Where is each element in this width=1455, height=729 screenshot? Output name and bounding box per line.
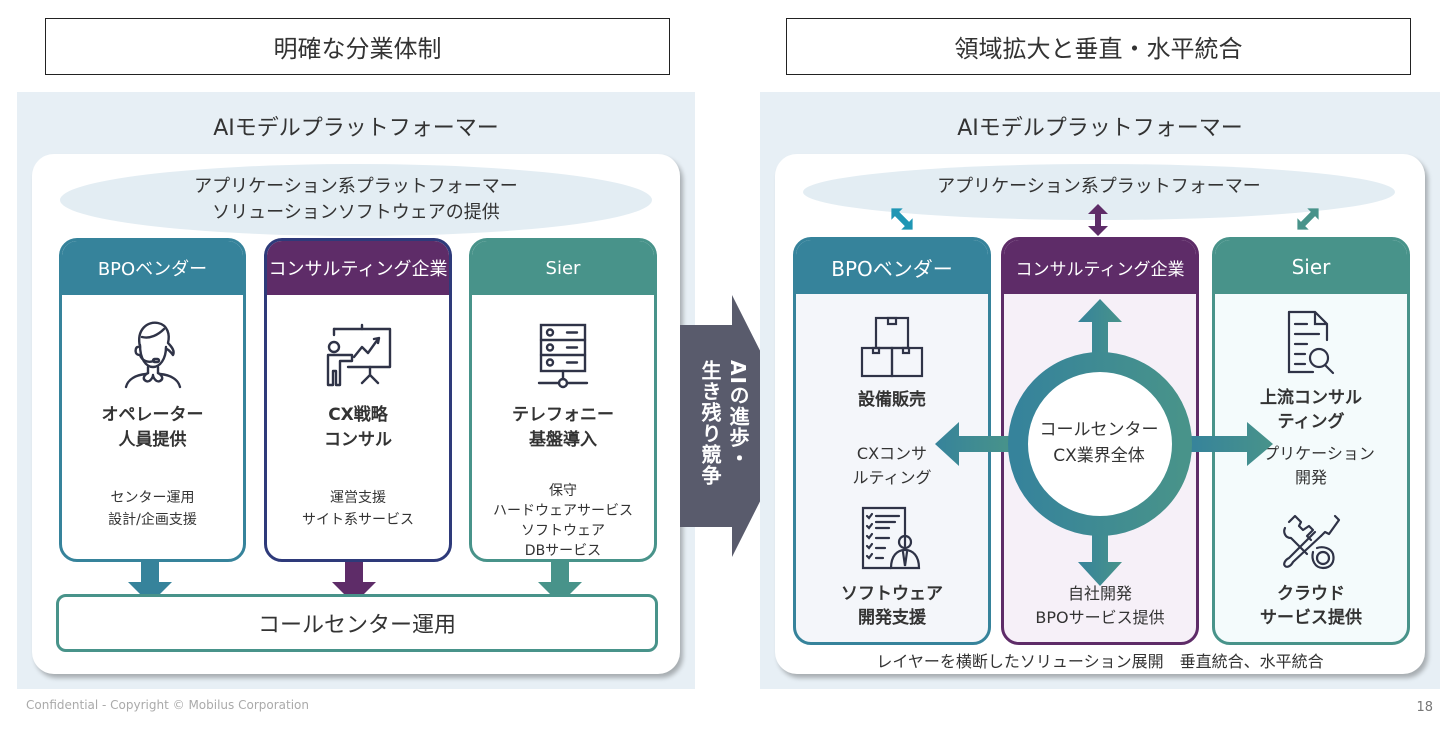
- ellipse-line1: アプリケーション系プラットフォーマー: [194, 176, 518, 197]
- left-arrow-shape: [935, 422, 1010, 466]
- item-label: 開発支援: [858, 608, 926, 628]
- down-arrow-icon: [128, 562, 172, 604]
- right-panel: AIモデルプラットフォーマー アプリケーション系プラットフォーマー BPOベンダ…: [760, 92, 1440, 689]
- section-title-left: 明確な分業体制: [45, 18, 670, 75]
- column-header: コンサルティング企業: [1004, 240, 1196, 294]
- right-arrow-shape: [1190, 422, 1273, 466]
- down-arrow-icon: [332, 562, 376, 604]
- item-label: CXコンサ: [856, 444, 928, 463]
- ai-platformer-heading: AIモデルプラットフォーマー: [213, 116, 499, 141]
- down-arrow-icon: [538, 562, 582, 604]
- document-search-icon: [1215, 310, 1407, 380]
- sier-column: Sier テレフォニー 基盤導入: [469, 238, 657, 562]
- ellipse-line1: アプリケーション系プラットフォーマー: [937, 176, 1261, 197]
- copyright-footer: Confidential - Copyright © Mobilus Corpo…: [26, 698, 309, 712]
- server-network-icon: [472, 295, 654, 389]
- column-title-line: 基盤導入: [529, 430, 597, 450]
- column-desc-line: DBサービス: [524, 543, 602, 559]
- checklist-person-icon: [796, 506, 988, 574]
- column-title-line: コンサル: [324, 430, 392, 450]
- ellipse-line2: ソリューションソフトウェアの提供: [212, 202, 500, 223]
- arrow-label-line: AIの進歩・: [726, 360, 750, 469]
- column-header: Sier: [472, 241, 654, 295]
- call-center-operator-icon: [62, 295, 243, 389]
- column-desc-line: 運営支援: [330, 490, 386, 506]
- ring-label-line: CX業界全体: [1053, 446, 1145, 466]
- item-label: BPOサービス提供: [1035, 608, 1165, 627]
- item-label: 自社開発: [1067, 584, 1132, 603]
- right-inner-card: アプリケーション系プラットフォーマー BPOベンダー: [775, 154, 1425, 674]
- app-platformer-ellipse: アプリケーション系プラットフォーマー ソリューションソフトウェアの提供: [60, 164, 652, 236]
- tools-icon: [1215, 512, 1407, 576]
- bidirectional-arrow-icon: [891, 208, 913, 230]
- ai-platformer-heading: AIモデルプラットフォーマー: [957, 116, 1243, 141]
- left-panel: AIモデルプラットフォーマー アプリケーション系プラットフォーマー ソリューショ…: [17, 92, 695, 689]
- bidirectional-arrow-icon: [1088, 204, 1108, 236]
- item-label: 上流コンサル: [1260, 388, 1362, 408]
- item-label: 設備販売: [858, 390, 926, 410]
- column-title-line: 人員提供: [118, 430, 187, 450]
- presentation-chart-icon: [267, 295, 449, 389]
- item-label: 開発: [1294, 468, 1327, 487]
- page-number: 18: [1416, 700, 1433, 715]
- call-center-operations-box: コールセンター運用: [56, 594, 658, 652]
- item-label: クラウド: [1277, 584, 1345, 604]
- column-desc-line: 設計/企画支援: [108, 512, 197, 528]
- item-label: ルティング: [852, 468, 932, 487]
- column-title-line: オペレーター: [101, 405, 204, 425]
- arrow-label-line: 生き残り競争: [698, 360, 722, 486]
- bidirectional-arrow-icon: [1297, 208, 1319, 230]
- section-title-right: 領域拡大と垂直・水平統合: [786, 18, 1411, 75]
- integration-caption: レイヤーを横断したソリューション展開 垂直統合、水平統合: [876, 652, 1324, 671]
- column-header: Sier: [1215, 240, 1407, 294]
- column-title-line: CX戦略: [328, 405, 388, 425]
- cx-industry-ring-icon: [935, 299, 1273, 586]
- ring-shape: [1008, 352, 1192, 536]
- column-header: BPOベンダー: [62, 241, 243, 295]
- up-arrow-shape: [1078, 299, 1122, 354]
- transition-arrow-icon: [680, 295, 798, 557]
- item-label: アプリケーション: [1247, 444, 1375, 463]
- item-label: ソフトウェア: [841, 584, 943, 604]
- left-inner-card: アプリケーション系プラットフォーマー ソリューションソフトウェアの提供 BPOベ…: [32, 154, 680, 674]
- transition-arrow-label: AIの進歩・ 生き残り競争: [690, 360, 752, 510]
- column-header: コンサルティング企業: [267, 241, 449, 295]
- column-desc-line: サイト系サービス: [302, 512, 414, 528]
- ring-label-line: コールセンター: [1039, 420, 1159, 440]
- item-label: ティング: [1277, 412, 1345, 432]
- column-desc-line: 保守: [549, 483, 577, 499]
- bpo-vendor-column: BPOベンダー オペレーター: [59, 238, 246, 562]
- consulting-column: コンサルティング企業 CX戦略 コンサル: [264, 238, 452, 562]
- column-title-line: テレフォニー: [512, 405, 614, 425]
- ring-center-label: コールセンター CX業界全体: [1035, 417, 1163, 469]
- column-desc-line: センター運用: [110, 490, 195, 506]
- down-arrow-shape: [1078, 534, 1122, 586]
- column-header: BPOベンダー: [796, 240, 988, 294]
- boxes-icon: [796, 316, 988, 382]
- column-desc-line: ハードウェアサービス: [493, 503, 633, 519]
- column-desc-line: ソフトウェア: [521, 523, 605, 539]
- item-label: サービス提供: [1260, 608, 1362, 628]
